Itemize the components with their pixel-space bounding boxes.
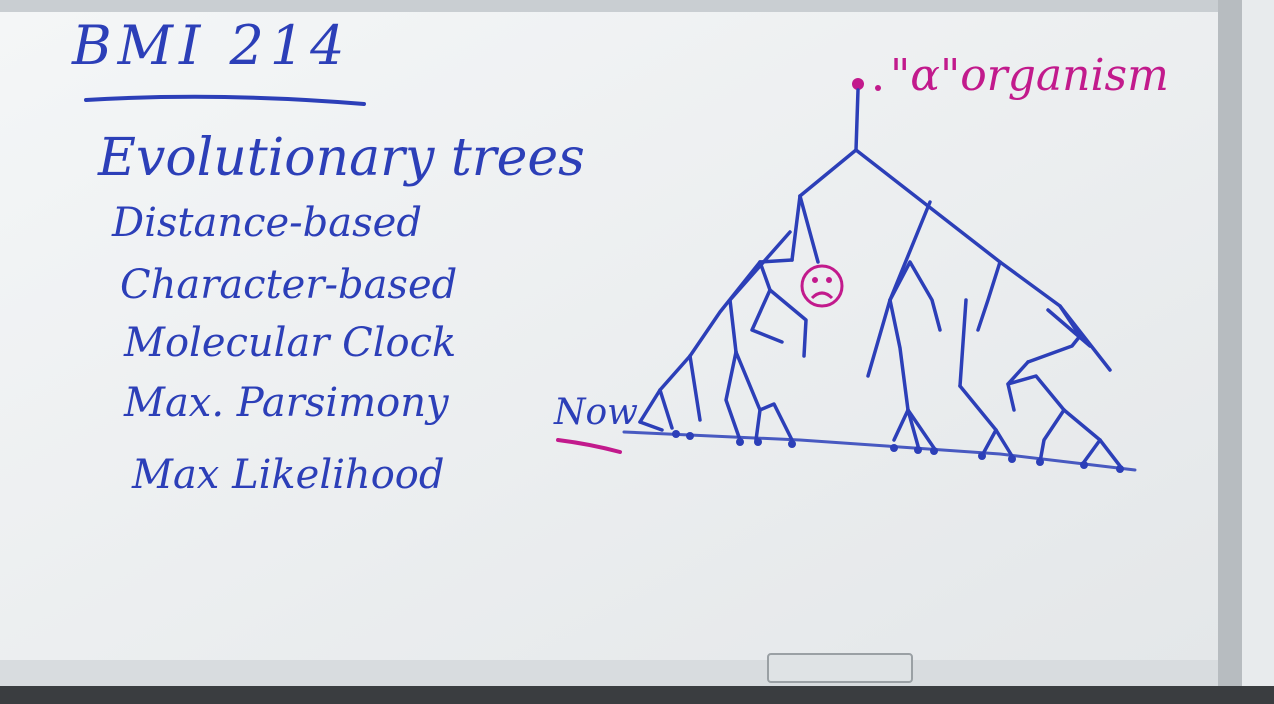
now-label: Now [554,392,638,433]
board-frame-right [1218,0,1242,704]
subtopic-item: Molecular Clock [124,320,457,366]
topic-heading: Evolutionary trees [98,128,585,188]
title-underline [84,94,366,106]
phylogenetic-tree [638,88,1122,468]
marker-tray [0,660,1218,690]
sad-face-icon [800,264,844,308]
board-clip [767,653,913,683]
subtopic-item: Max Likelihood [132,452,445,498]
now-underline [556,438,622,454]
subtopic-item: Max. Parsimony [124,380,449,426]
subtopic-item: Distance-based [112,200,422,246]
root-organism-label: "α"organism [890,50,1169,101]
root-node [852,78,864,90]
leaf-nodes [672,430,1124,473]
subtopic-item: Character-based [120,262,458,308]
board-surface [0,12,1218,660]
lecture-title: BMI 214 [72,14,351,77]
time-baseline [622,430,1137,472]
